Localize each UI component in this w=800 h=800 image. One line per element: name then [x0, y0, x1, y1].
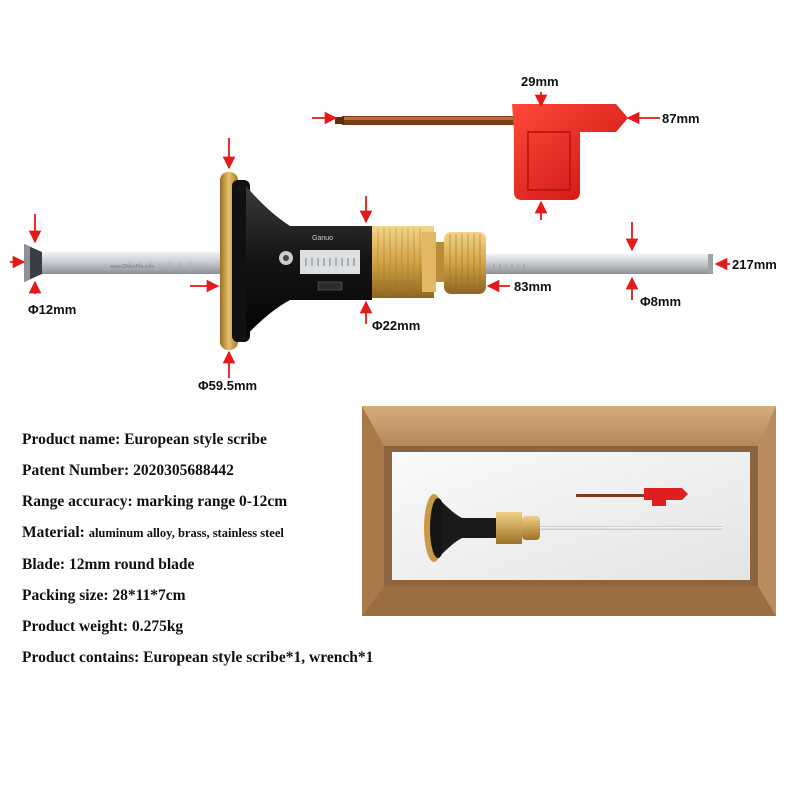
dim-wrench-length: 87mm: [662, 111, 700, 126]
spec-product-weight: Product weight: 0.275kg: [22, 618, 184, 635]
product-diagram: www.ZiMaxPro.com Ganuo: [10, 74, 777, 393]
spec-patent-number: Patent Number: 2020305688442: [22, 462, 234, 479]
wrench-image: [335, 104, 628, 200]
dim-shaft-right-diameter: Φ8mm: [640, 294, 681, 309]
dim-brass-length: 83mm: [514, 279, 552, 294]
spec-list: Product name: European style scribe Pate…: [22, 424, 373, 673]
spec-material: Material: aluminum alloy, brass, stainle…: [22, 524, 284, 541]
scribe-image: www.ZiMaxPro.com Ganuo: [24, 172, 713, 350]
packaging-photo: [362, 406, 776, 616]
spec-range-accuracy: Range accuracy: marking range 0-12cm: [22, 493, 288, 510]
dim-wrench-head: 29mm: [521, 74, 559, 89]
dim-fence-diameter: Φ59.5mm: [198, 378, 257, 393]
svg-text:www.ZiMaxPro.com: www.ZiMaxPro.com: [110, 264, 154, 270]
dim-shaft-left-diameter: Φ12mm: [28, 302, 76, 317]
spec-product-contains: Product contains: European style scribe*…: [22, 649, 374, 666]
svg-text:Ganuo: Ganuo: [312, 235, 333, 242]
spec-product-name: Product name: European style scribe: [22, 431, 267, 448]
dimension-arrows: [10, 92, 730, 378]
dim-brass-diameter: Φ22mm: [372, 318, 420, 333]
spec-packing-size: Packing size: 28*11*7cm: [22, 587, 186, 604]
spec-blade: Blade: 12mm round blade: [22, 556, 195, 573]
dim-total-length: 217mm: [732, 257, 777, 272]
